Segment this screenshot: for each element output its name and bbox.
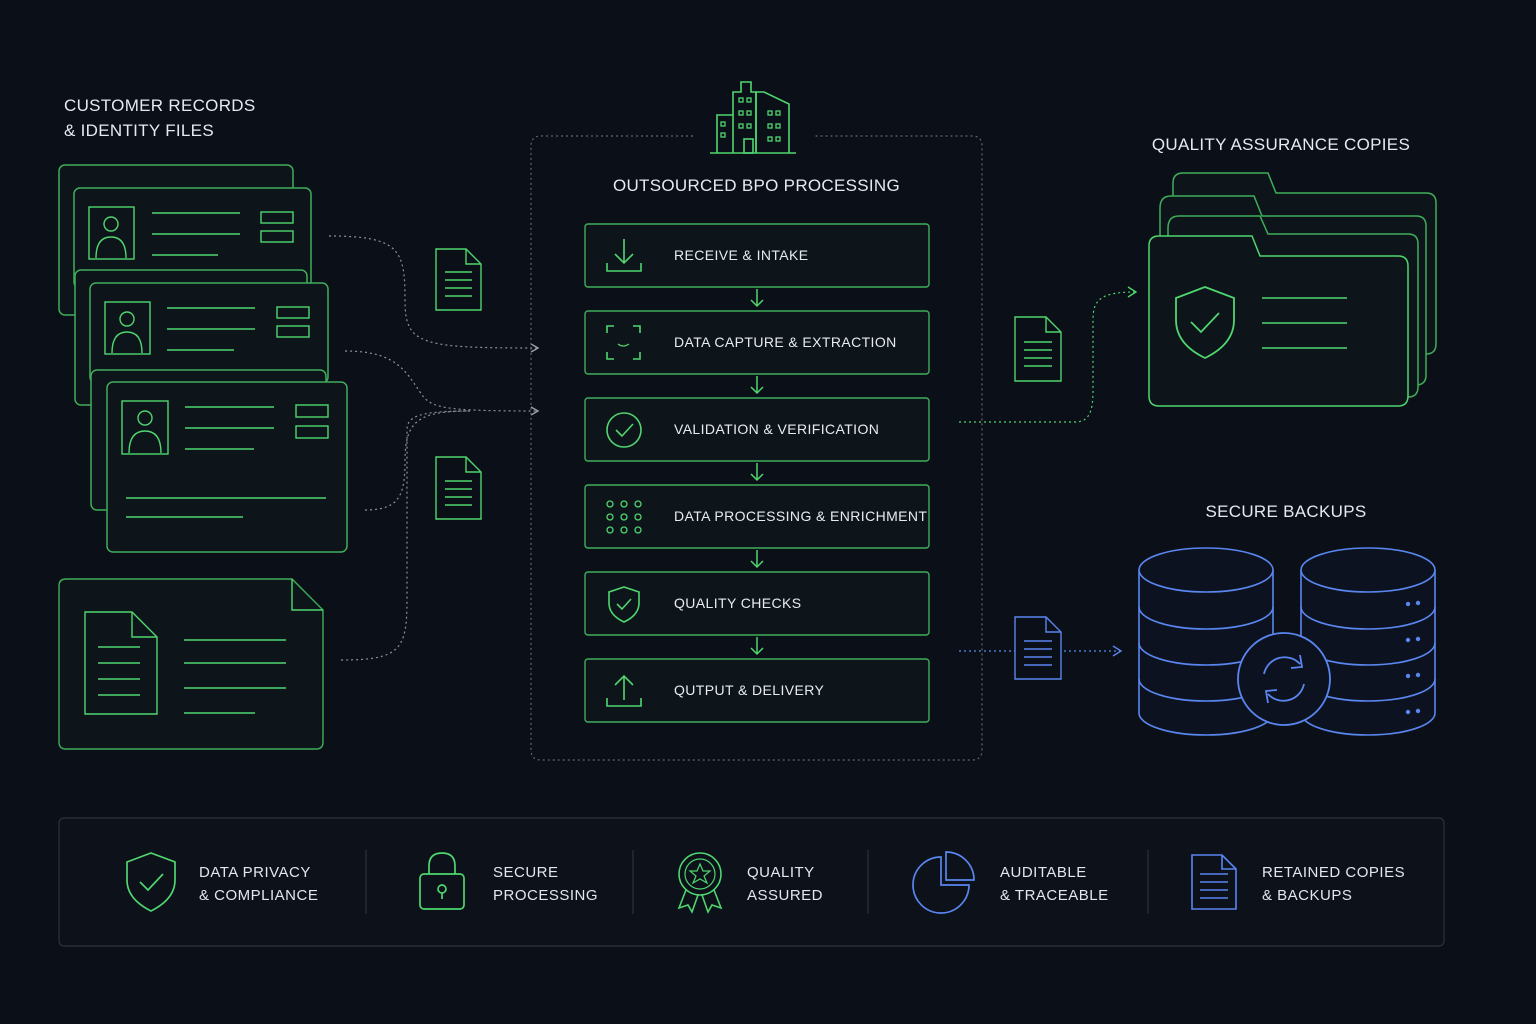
process-title: OUTSOURCED BPO PROCESSING (612, 176, 901, 195)
floating-document-icon (435, 456, 482, 520)
id-card-3 (121, 400, 329, 518)
step-label-quality: QUALITY CHECKS (674, 595, 802, 611)
inputs-title-line2: & IDENTITY FILES (64, 121, 214, 140)
check-circle-icon (606, 412, 642, 448)
step-box-validation (584, 397, 930, 462)
step-box-output (584, 658, 930, 723)
upload-icon (606, 674, 642, 707)
award-badge-icon (677, 852, 723, 914)
step-label-capture: DATA CAPTURE & EXTRACTION (674, 334, 897, 350)
inputs-title: CUSTOMER RECORDS & IDENTITY FILES (64, 93, 256, 143)
step-box-processing (584, 484, 930, 549)
sync-icon (1237, 632, 1331, 726)
folder-text-lines (1262, 297, 1347, 349)
feature-dividers (365, 850, 1149, 914)
download-icon (606, 239, 642, 272)
id-card-1 (88, 206, 294, 260)
qa-connector (959, 286, 1138, 423)
grid-dots-icon (606, 500, 642, 534)
qa-folder-front (1148, 235, 1409, 407)
qa-folder-stack (1148, 172, 1437, 407)
scan-icon (606, 325, 641, 360)
feature-retained: RETAINED COPIES& BACKUPS (1262, 864, 1406, 904)
step-label-receive: RECEIVE & INTAKE (674, 247, 809, 263)
document-card (58, 578, 324, 750)
step-boxes (584, 223, 930, 723)
feature-auditable: AUDITABLE& TRACEABLE (1000, 864, 1109, 904)
qa-title: QUALITY ASSURANCE COPIES (1151, 135, 1411, 154)
step-box-capture (584, 310, 930, 375)
feature-bar (58, 817, 1445, 947)
shield-check-icon (126, 852, 176, 912)
feature-privacy: DATA PRIVACY& COMPLIANCE (199, 864, 319, 904)
step-label-processing: DATA PROCESSING & ENRICHMENT (674, 508, 928, 524)
building-icon (710, 81, 796, 154)
database-icon-right (1300, 547, 1436, 736)
step-label-output: QUTPUT & DELIVERY (674, 682, 825, 698)
backups-title: SECURE BACKUPS (1205, 502, 1367, 521)
padlock-icon (419, 852, 465, 910)
step-flow-arrows (750, 289, 764, 656)
inputs-title-line1: CUSTOMER RECORDS (64, 96, 256, 115)
floating-document-icon-blue (1014, 616, 1062, 680)
database-status-dots (1405, 600, 1421, 715)
shield-check-icon (1175, 286, 1235, 359)
document-icon (1191, 854, 1237, 910)
floating-document-icon (435, 248, 482, 311)
floating-document-icon (1014, 316, 1062, 382)
pie-chart-icon (912, 851, 975, 914)
step-box-receive (584, 223, 930, 288)
id-card-stack (58, 164, 348, 553)
step-box-quality (584, 571, 930, 636)
shield-check-icon (608, 586, 640, 623)
id-card-2 (104, 301, 310, 355)
input-connectors (328, 235, 540, 661)
step-label-validation: VALIDATION & VERIFICATION (674, 421, 880, 437)
